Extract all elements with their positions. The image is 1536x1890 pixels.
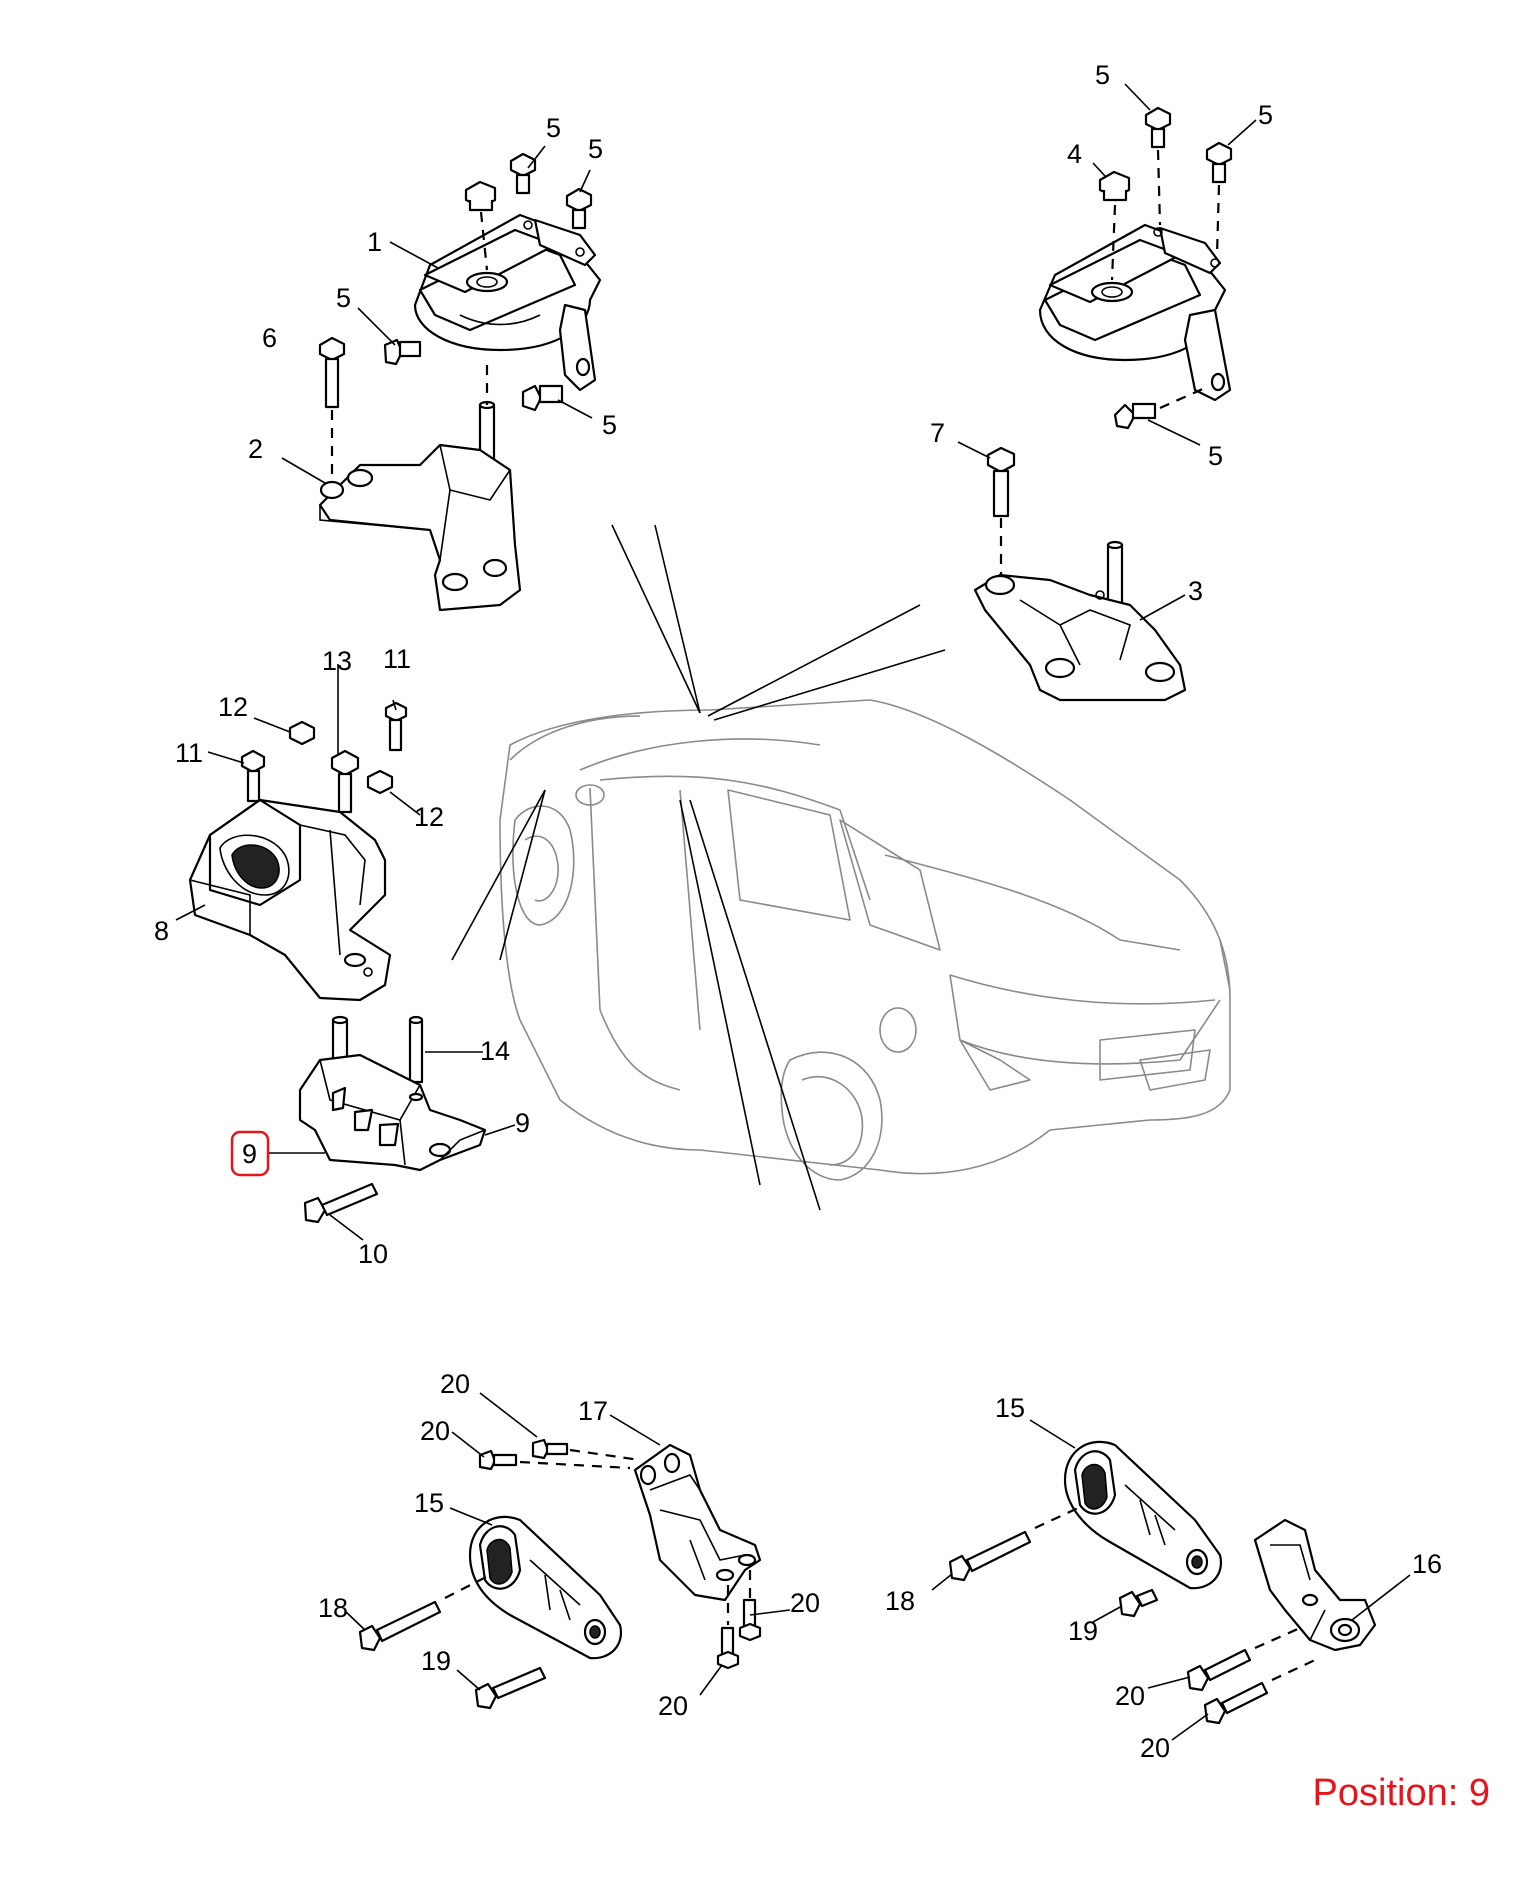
nut-icon	[1098, 170, 1131, 202]
callout-11: 11	[175, 738, 203, 768]
callout-9-highlighted: 9	[242, 1139, 257, 1169]
bolt-10	[303, 1182, 379, 1224]
bolt-icon	[1205, 141, 1233, 184]
callout-4: 4	[1067, 139, 1082, 169]
position-label: Position: 9	[1312, 1772, 1490, 1814]
callout-20: 20	[658, 1691, 688, 1721]
bolt-icon	[738, 1598, 762, 1642]
callout-20: 20	[1115, 1681, 1145, 1711]
nut-icon	[366, 769, 394, 795]
bolt-icon	[240, 749, 266, 803]
bolt-icon	[565, 187, 593, 230]
engine-mount-8	[188, 798, 392, 1002]
callout-20: 20	[440, 1369, 470, 1399]
callout-9: 9	[515, 1108, 530, 1138]
bolts-bottom-left	[358, 1574, 547, 1710]
torque-rod-15-left	[468, 1515, 623, 1660]
bolt-icon	[521, 384, 564, 412]
bolts-top-right	[1098, 106, 1233, 430]
bolt-icon	[1186, 1648, 1252, 1692]
bolt-icon	[383, 338, 422, 366]
callout-5: 5	[1208, 441, 1223, 471]
bolt-icon	[358, 1600, 442, 1652]
callout-12: 12	[218, 692, 248, 722]
bracket-9	[298, 1015, 487, 1172]
callout-17: 17	[578, 1396, 608, 1426]
callout-11: 11	[383, 644, 411, 674]
callout-15: 15	[995, 1393, 1025, 1423]
bolt-icon	[986, 446, 1016, 518]
bracket-16	[1253, 1518, 1377, 1652]
bolts-20-bracket-17	[478, 1438, 762, 1670]
nut-icon	[464, 180, 497, 212]
bolt-icon	[318, 336, 346, 409]
callout-20: 20	[1140, 1733, 1170, 1763]
bolt-icon	[1203, 1681, 1269, 1725]
callout-18: 18	[885, 1586, 915, 1616]
bolt-icon	[1113, 402, 1157, 430]
callout-12: 12	[414, 802, 444, 832]
callout-16: 16	[1412, 1549, 1442, 1579]
callout-5: 5	[1095, 60, 1110, 90]
callout-19: 19	[421, 1646, 451, 1676]
bracket-17	[633, 1443, 762, 1602]
engine-mount-right-top	[1038, 223, 1232, 402]
callout-20: 20	[790, 1588, 820, 1618]
callout-14: 14	[480, 1036, 510, 1066]
bolt-icon	[1144, 106, 1172, 149]
callout-5: 5	[1258, 100, 1273, 130]
bolts-20-bracket-16	[1186, 1626, 1316, 1725]
callout-20: 20	[420, 1416, 450, 1446]
bracket-2	[318, 443, 522, 612]
callout-13: 13	[322, 646, 352, 676]
callout-1: 1	[367, 227, 382, 257]
bolt-icon	[303, 1182, 379, 1224]
bolts-bottom-right	[948, 1507, 1159, 1618]
car-leader-lines	[451, 524, 946, 1211]
callout-18: 18	[318, 1593, 348, 1623]
callout-2: 2	[248, 434, 263, 464]
highlight-box	[230, 1130, 270, 1177]
callout-5: 5	[546, 113, 561, 143]
bolt-icon	[509, 152, 537, 195]
engine-mount-1	[413, 213, 602, 392]
callout-5: 5	[602, 410, 617, 440]
bolt-icon	[948, 1530, 1032, 1582]
callout-numbers: 1 5 5 5 5 6 2 5 5 4 5 7 3 13 11 12 11 12…	[154, 60, 1442, 1763]
callout-10: 10	[358, 1239, 388, 1269]
torque-rod-15-right	[1063, 1440, 1223, 1590]
bolt-icon	[474, 1666, 547, 1710]
callout-6: 6	[262, 323, 277, 353]
bolt-icon	[531, 1438, 569, 1460]
bracket-3	[973, 446, 1187, 702]
bolt-icon	[384, 701, 408, 752]
bolt-icon	[716, 1626, 740, 1670]
callout-15: 15	[414, 1488, 444, 1518]
callout-7: 7	[930, 418, 945, 448]
callout-19: 19	[1068, 1616, 1098, 1646]
callout-leaders	[175, 83, 1411, 1741]
bolt-icon	[1118, 1588, 1159, 1618]
car-outline	[499, 699, 1231, 1181]
bolt-icon	[330, 749, 360, 814]
callout-8: 8	[154, 916, 169, 946]
callout-5: 5	[336, 283, 351, 313]
callout-5: 5	[588, 134, 603, 164]
nut-icon	[288, 720, 316, 746]
bolts-mount-8	[240, 664, 408, 814]
bolt-icon	[478, 1449, 518, 1471]
callout-3: 3	[1188, 576, 1203, 606]
